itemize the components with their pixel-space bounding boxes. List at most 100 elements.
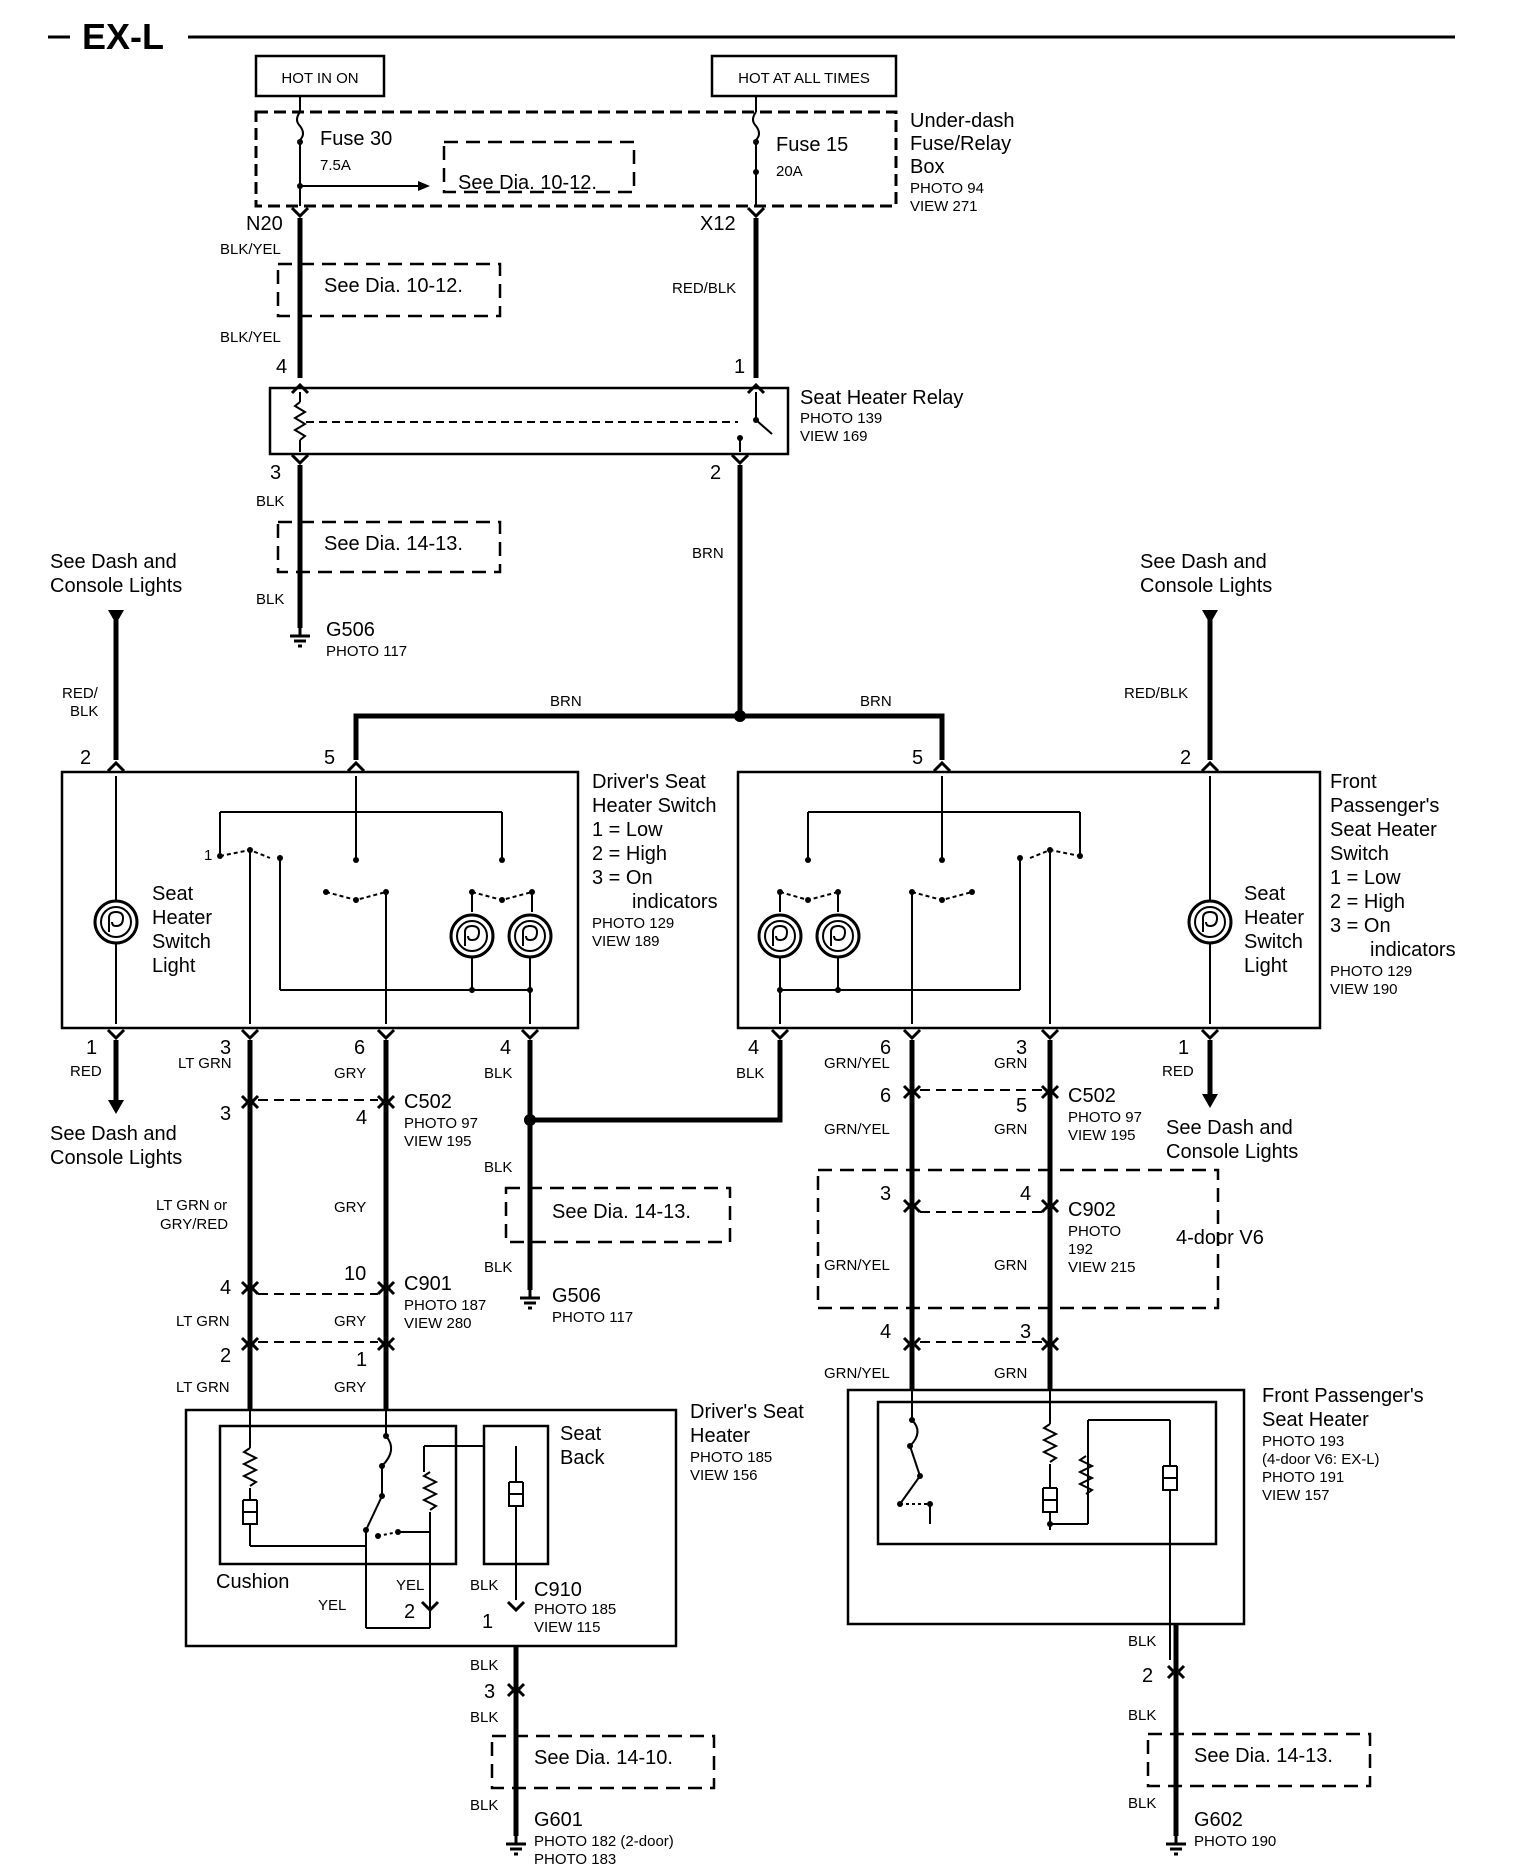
- driver-switch-pin-b4: 4: [500, 1037, 511, 1059]
- c502-right-name: C502: [1068, 1085, 1116, 1107]
- g601-photo-2: PHOTO 183: [534, 1851, 616, 1868]
- fuse-relay-box: Fuse 30 7.5A See Dia. 10-12. Fuse 15 20A…: [254, 110, 1015, 215]
- driver-switch-legend-1: 1 = Low: [592, 819, 663, 841]
- c902-view: VIEW 215: [1068, 1259, 1136, 1276]
- driver-heater-photo: PHOTO 185: [690, 1449, 772, 1466]
- dash-lights-bottom-right-1: See Dash and: [1166, 1117, 1293, 1139]
- header: EX-L: [48, 16, 1455, 57]
- wire-blk-12: BLK: [1128, 1795, 1156, 1812]
- pass-heater-view: VIEW 157: [1262, 1487, 1330, 1504]
- hot-in-on-label: HOT IN ON: [281, 70, 358, 87]
- pass-switch-title-2: Passenger's: [1330, 795, 1439, 817]
- see-dia-1012-relay: See Dia. 10-12.: [324, 275, 463, 297]
- wire-grnyel-4: GRN/YEL: [824, 1365, 890, 1382]
- driver-heater-title-2: Heater: [690, 1425, 750, 1447]
- relay-name: Seat Heater Relay: [800, 387, 963, 409]
- driver-switch-legend-3: 3 = On: [592, 867, 653, 889]
- wire-grn-2: GRN: [994, 1121, 1027, 1138]
- driver-side-wires: LT GRN GRY BLK 3 4 C502 PHOTO 97 VIEW 19…: [156, 1040, 783, 1410]
- wire-brn-left: BRN: [550, 693, 582, 710]
- c502-right-photo: PHOTO 97: [1068, 1109, 1142, 1126]
- relay-photo: PHOTO 139: [800, 410, 882, 427]
- driver-switch-light-3: Switch: [152, 931, 211, 953]
- wire-ltgrn-2: LT GRN: [176, 1313, 230, 1330]
- driver-seat-heater: YEL YEL BLK 2 1 C910 PHOTO 185 VIEW 115 …: [184, 1401, 804, 1648]
- driver-ground-circuit: BLK 3 BLK See Dia. 14-10. BLK G601 PHOTO…: [470, 1646, 716, 1868]
- driver-switch-photo: PHOTO 129: [592, 915, 674, 932]
- g506-b-name: G506: [552, 1285, 601, 1307]
- c901-pin-a: 4: [220, 1277, 231, 1299]
- c910-photo: PHOTO 185: [534, 1601, 616, 1618]
- fuse-box-label-1: Under-dash: [910, 110, 1015, 132]
- g506-a-name: G506: [326, 619, 375, 641]
- pass-heater-photo-1: PHOTO 193: [1262, 1433, 1344, 1450]
- relay-pin-3: 3: [270, 462, 281, 484]
- c502-left-pin-a: 3: [220, 1103, 231, 1125]
- wire-blk-11: BLK: [1128, 1707, 1156, 1724]
- terminal-n20: N20: [246, 213, 283, 235]
- pass-switch-pin-top-5: 5: [912, 747, 923, 769]
- pass-heater-title-2: Seat Heater: [1262, 1409, 1369, 1431]
- relay-pin-4: 4: [276, 356, 287, 378]
- driver-switch-legend-2: 2 = High: [592, 843, 667, 865]
- dash-lights-top-left-2: Console Lights: [50, 575, 182, 597]
- dash-lights-top-left-1: See Dash and: [50, 551, 177, 573]
- brn-feed-circuit: BRN BRN BRN: [353, 465, 945, 760]
- wire-red-left: RED: [70, 1063, 102, 1080]
- wire-blk-heater: BLK: [470, 1577, 498, 1594]
- fuse-to-relay-wires: N20 X12 BLK/YEL See Dia. 10-12. BLK/YEL …: [220, 206, 766, 378]
- see-dia-1413-relay: See Dia. 14-13.: [324, 533, 463, 555]
- c901-name: C901: [404, 1273, 452, 1295]
- relay-ground-circuit: BLK See Dia. 14-13. BLK G506 PHOTO 117: [256, 465, 502, 660]
- terminal-x12: X12: [700, 213, 736, 235]
- pass-switch-light-2: Heater: [1244, 907, 1304, 929]
- pass-heater-title-1: Front Passenger's: [1262, 1385, 1424, 1407]
- driver-heater-title-1: Driver's Seat: [690, 1401, 804, 1423]
- c910-view: VIEW 115: [534, 1619, 600, 1636]
- pass-switch-legend-1: 1 = Low: [1330, 867, 1401, 889]
- driver-heater-seat-back-2: Back: [560, 1447, 605, 1469]
- pass-lower-pin-a: 4: [880, 1321, 891, 1343]
- pass-switch-pin-top-2: 2: [1180, 747, 1191, 769]
- wire-blk-8: BLK: [470, 1709, 498, 1726]
- c502-left-name: C502: [404, 1091, 452, 1113]
- wire-blk-yel-1: BLK/YEL: [220, 241, 281, 258]
- wire-blk-4: BLK: [736, 1065, 764, 1082]
- pass-lower-pin-b: 3: [1020, 1321, 1031, 1343]
- driver-switch-light-2: Heater: [152, 907, 212, 929]
- c901-pin-b: 10: [344, 1263, 366, 1285]
- wire-gry-4: GRY: [334, 1379, 366, 1396]
- fuse30-name: Fuse 30: [320, 128, 392, 150]
- dash-lights-bottom-left-1: See Dash and: [50, 1123, 177, 1145]
- wire-ltgrn-1: LT GRN: [178, 1055, 232, 1072]
- wire-grnyel-3: GRN/YEL: [824, 1257, 890, 1274]
- pass-switch-light-4: Light: [1244, 955, 1288, 977]
- wire-gry-1: GRY: [334, 1065, 366, 1082]
- wire-blk-7: BLK: [470, 1657, 498, 1674]
- dash-lights-bottom-right-2: Console Lights: [1166, 1141, 1298, 1163]
- fuse-box-label-3: Box: [910, 156, 944, 178]
- c910-pin-a: 2: [404, 1601, 415, 1623]
- driver-heater-seat-back-1: Seat: [560, 1423, 602, 1445]
- wire-red-right: RED: [1162, 1063, 1194, 1080]
- driver-switch-title-2: Heater Switch: [592, 795, 717, 817]
- c502-right-pin-b: 5: [1016, 1095, 1027, 1117]
- driver-sw-lbl-1: 1: [204, 847, 212, 864]
- driver-switch-view: VIEW 189: [592, 933, 660, 950]
- c902-photo-1: PHOTO: [1068, 1223, 1121, 1240]
- driver-switch-legend-4: indicators: [632, 891, 718, 913]
- c902-pin-b: 4: [1020, 1183, 1031, 1205]
- page-title: EX-L: [82, 16, 164, 57]
- pass-switch-pin-b3: 3: [1016, 1037, 1027, 1059]
- pass-switch-title-1: Front: [1330, 771, 1377, 793]
- relay-view: VIEW 169: [800, 428, 868, 445]
- c502-right-view: VIEW 195: [1068, 1127, 1136, 1144]
- hot-at-all-times-label: HOT AT ALL TIMES: [738, 70, 870, 87]
- driver-lower-pin-b: 1: [356, 1349, 367, 1371]
- wire-grn-4: GRN: [994, 1365, 1027, 1382]
- pass-switch-photo: PHOTO 129: [1330, 963, 1412, 980]
- pass-switch-light-1: Seat: [1244, 883, 1286, 905]
- pass-ground-pin: 2: [1142, 1665, 1153, 1687]
- driver-seat-heater-switch: 2 5 1: [60, 747, 718, 1059]
